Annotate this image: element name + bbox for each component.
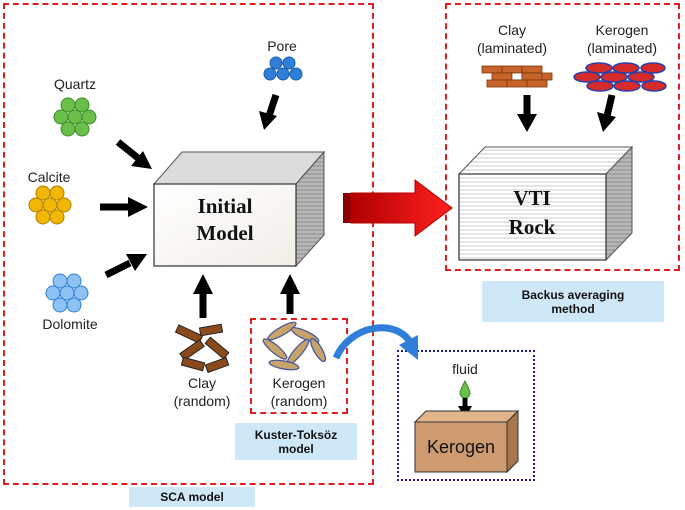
kerogen-random-icon	[262, 321, 327, 371]
calcite-label: Calcite	[27, 169, 71, 185]
backus-tag: Backus averaging method	[482, 281, 664, 322]
arrow-clay-random	[193, 274, 213, 318]
kerogen-box-label: Kerogen	[427, 437, 495, 457]
initial-model-line2: Model	[196, 221, 253, 245]
curved-blue-arrow	[332, 324, 418, 360]
initial-model-line1: Initial	[198, 194, 253, 218]
backus-label-2: method	[551, 301, 595, 316]
clay-random-label-1: Clay	[187, 375, 216, 391]
dolomite-label: Dolomite	[42, 316, 98, 332]
clay-random-icon	[174, 323, 230, 374]
clay-laminated-label-1: Clay	[497, 22, 526, 38]
kuster-toksoz-tag: Kuster-Toksöz model	[235, 423, 357, 460]
kerogen-random-label-2: (random)	[270, 393, 328, 409]
kuster-toksoz-label-2: model	[278, 441, 314, 456]
quartz-icon	[53, 97, 97, 137]
vti-rock-line2: Rock	[509, 215, 556, 239]
arrow-quartz	[115, 139, 152, 169]
kerogen-random-label-1: Kerogen	[272, 375, 326, 391]
sca-model-tag: SCA model	[129, 487, 255, 507]
calcite-icon	[28, 185, 72, 225]
initial-model-box	[152, 150, 326, 268]
vti-rock-line1: VTI	[513, 186, 550, 210]
dolomite-icon	[45, 273, 89, 313]
arrow-calcite	[100, 197, 148, 217]
clay-laminated-icon	[481, 65, 553, 88]
quartz-label: Quartz	[53, 76, 96, 92]
pore-label: Pore	[267, 38, 297, 54]
clay-laminated-label-2: (laminated)	[476, 40, 548, 56]
kerogen-box	[413, 409, 520, 474]
arrow-kerogen-random	[280, 274, 300, 314]
clay-random-label-2: (random)	[173, 393, 231, 409]
arrow-clay-laminated	[517, 95, 537, 132]
vti-rock-box	[457, 145, 634, 262]
kerogen-laminated-icon	[573, 62, 667, 92]
fluid-label: fluid	[452, 361, 478, 377]
kerogen-laminated-label-2: (laminated)	[586, 40, 658, 56]
sca-model-label: SCA model	[160, 490, 224, 504]
backus-region	[445, 3, 680, 271]
kerogen-random-highlight	[250, 318, 348, 414]
big-red-arrow	[343, 178, 453, 238]
arrow-pore	[259, 93, 280, 130]
pore-icon	[263, 56, 303, 81]
fluid-kerogen-region	[397, 350, 535, 481]
kerogen-laminated-label-1: Kerogen	[595, 22, 649, 38]
arrow-kerogen-laminated	[597, 94, 616, 132]
fluid-drop-icon	[459, 379, 471, 399]
arrow-dolomite	[104, 254, 147, 279]
backus-label-1: Backus averaging	[521, 287, 625, 302]
kuster-toksoz-label-1: Kuster-Toksöz	[254, 427, 338, 442]
sca-region	[3, 3, 374, 485]
